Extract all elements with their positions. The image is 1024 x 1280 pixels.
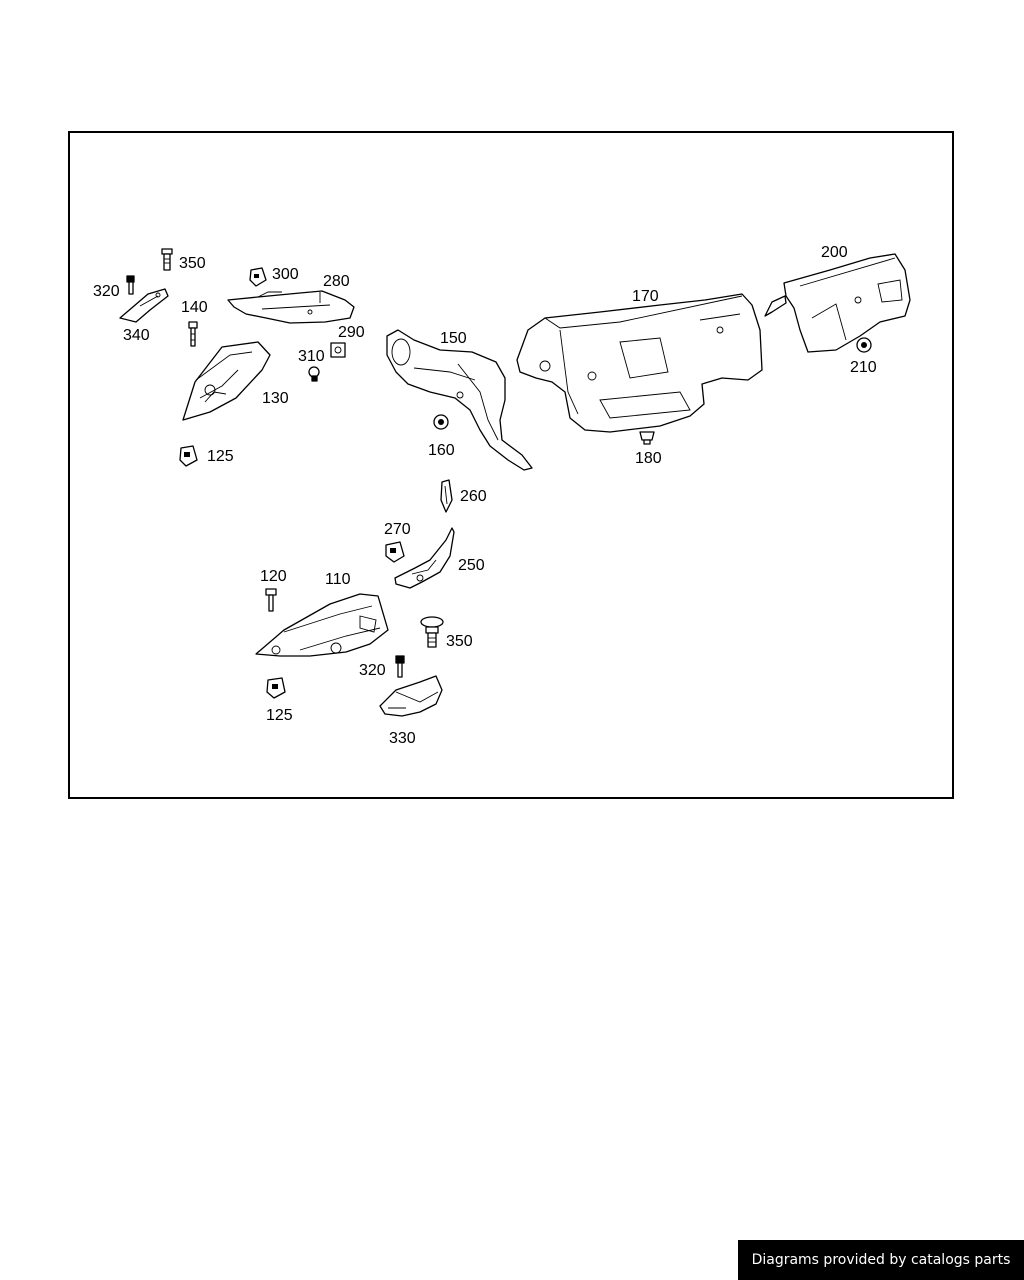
part-170-insulation[interactable] — [516, 293, 763, 433]
part-290-clip[interactable] — [330, 342, 346, 358]
part-350-bolt-top[interactable] — [161, 248, 173, 271]
attribution-banner: Diagrams provided by catalogs parts — [738, 1240, 1024, 1280]
callout-120: 120 — [260, 568, 287, 585]
callout-125-top: 125 — [207, 448, 234, 465]
part-200-insulation[interactable] — [764, 253, 911, 353]
callout-260: 260 — [460, 488, 487, 505]
callout-125-bottom: 125 — [266, 707, 293, 724]
callout-290: 290 — [338, 324, 365, 341]
part-310-screw[interactable] — [308, 366, 320, 382]
part-270-clip[interactable] — [385, 541, 405, 563]
callout-300: 300 — [272, 266, 299, 283]
part-110-insulation[interactable] — [255, 593, 389, 657]
part-160-nut[interactable] — [433, 414, 449, 430]
part-150-insulation[interactable] — [386, 329, 533, 471]
part-340-bracket[interactable] — [119, 288, 169, 323]
callout-170: 170 — [632, 288, 659, 305]
part-125-clip-bottom[interactable] — [266, 677, 286, 699]
callout-280: 280 — [323, 273, 350, 290]
callout-200: 200 — [821, 244, 848, 261]
part-130-insulation[interactable] — [182, 341, 271, 421]
callout-270: 270 — [384, 521, 411, 538]
part-330-bracket[interactable] — [379, 675, 443, 717]
part-260-clip[interactable] — [440, 479, 453, 513]
callout-180: 180 — [635, 450, 662, 467]
part-210-nut[interactable] — [856, 337, 872, 353]
callout-130: 130 — [262, 390, 289, 407]
callout-350-top: 350 — [179, 255, 206, 272]
part-250-bracket[interactable] — [394, 527, 455, 589]
part-350-bolt-bottom[interactable] — [420, 616, 444, 648]
callout-150: 150 — [440, 330, 467, 347]
callout-250: 250 — [458, 557, 485, 574]
callout-140: 140 — [181, 299, 208, 316]
part-140-bolt[interactable] — [188, 321, 198, 347]
callout-210: 210 — [850, 359, 877, 376]
part-320-screw-bottom[interactable] — [395, 655, 405, 678]
part-320-screw-top[interactable] — [126, 275, 135, 295]
callout-350-bottom: 350 — [446, 633, 473, 650]
part-180-clip[interactable] — [639, 431, 655, 445]
callout-330: 330 — [389, 730, 416, 747]
part-300-clip[interactable] — [249, 267, 267, 287]
callout-110: 110 — [325, 571, 351, 588]
part-280-bracket[interactable] — [227, 290, 355, 324]
diagram-frame — [68, 131, 954, 799]
part-120-bolt[interactable] — [265, 588, 277, 612]
callout-310: 310 — [298, 348, 325, 365]
callout-320-bottom: 320 — [359, 662, 386, 679]
part-125-clip-top[interactable] — [179, 445, 198, 467]
callout-320-top: 320 — [93, 283, 120, 300]
callout-160: 160 — [428, 442, 455, 459]
callout-340: 340 — [123, 327, 150, 344]
